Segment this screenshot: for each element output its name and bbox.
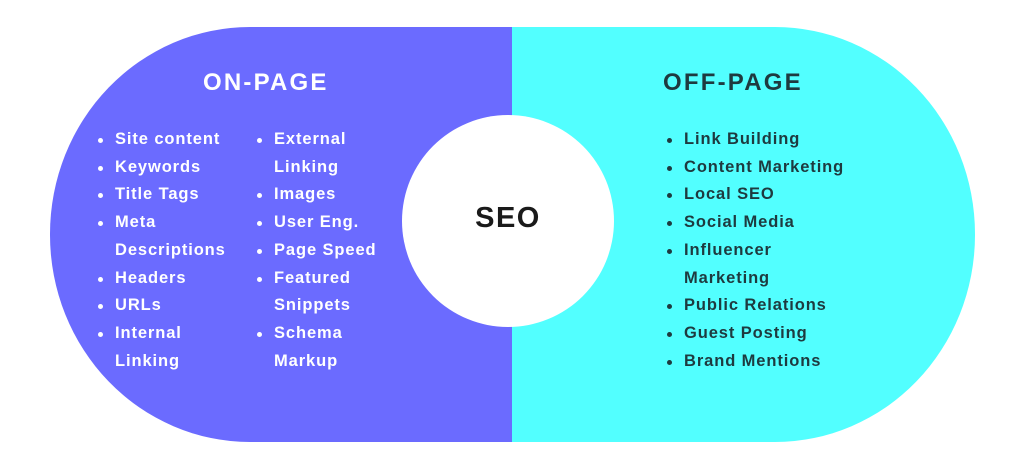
seo-center-label: SEO (475, 201, 541, 234)
list-item: URLs (98, 292, 248, 320)
on-page-list-column-2: External Linking Images User Eng. Page S… (257, 126, 387, 375)
list-item: Meta Descriptions (98, 209, 248, 264)
off-page-title: OFF-PAGE (663, 69, 803, 96)
list-item: Site content (98, 126, 248, 154)
list-item: Public Relations (667, 292, 847, 320)
list-item: Influencer Marketing (667, 237, 847, 292)
list-item: Keywords (98, 154, 248, 182)
list-item: Content Marketing (667, 154, 847, 182)
list-item: Images (257, 181, 387, 209)
list-item: Local SEO (667, 181, 847, 209)
on-page-title: ON-PAGE (203, 69, 329, 96)
list-item: Title Tags (98, 181, 248, 209)
list-item: Internal Linking (98, 320, 248, 375)
list-item: Social Media (667, 209, 847, 237)
list-item: User Eng. (257, 209, 387, 237)
list-item: Page Speed (257, 237, 387, 265)
off-page-list: Link Building Content Marketing Local SE… (667, 126, 847, 375)
list-item: Headers (98, 265, 248, 293)
list-item: Schema Markup (257, 320, 387, 375)
list-item: External Linking (257, 126, 387, 181)
list-item: Guest Posting (667, 320, 847, 348)
on-page-list-column-1: Site content Keywords Title Tags Meta De… (98, 126, 248, 375)
seo-center-circle: SEO (402, 115, 614, 327)
list-item: Link Building (667, 126, 847, 154)
list-item: Featured Snippets (257, 265, 387, 320)
list-item: Brand Mentions (667, 348, 847, 376)
